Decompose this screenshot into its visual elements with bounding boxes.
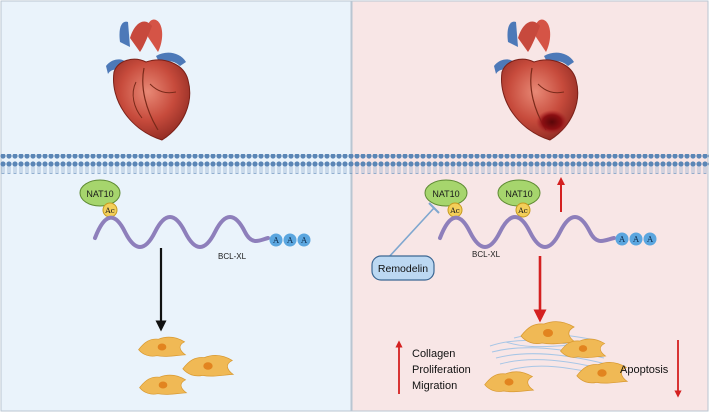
polya-letter: A: [272, 236, 279, 245]
polya-tail-left: A A A: [269, 233, 311, 247]
effect-migration: Migration: [412, 380, 457, 392]
ac-label: Ac: [517, 206, 528, 215]
polya-tail-right: A A A: [615, 232, 657, 246]
heart-icon: [106, 19, 191, 141]
nat10-label: NAT10: [432, 189, 459, 199]
inhibition-line: [387, 207, 435, 259]
ac-label: Ac: [104, 206, 115, 215]
polya-letter: A: [618, 235, 625, 244]
effect-proliferation: Proliferation: [412, 364, 471, 376]
polya-bead: [629, 232, 643, 246]
inhibition-bar: [428, 202, 440, 214]
nat10-protein: [424, 179, 468, 207]
polya-bead: [283, 233, 297, 247]
gene-label-left: BCL-XL: [218, 252, 247, 261]
polya-bead: [615, 232, 629, 246]
nat10-complex-right-1: NAT10 Ac: [424, 179, 468, 218]
polya-letter: A: [632, 235, 639, 244]
infarcted-heart-icon: [494, 19, 579, 141]
polya-bead: [643, 232, 657, 246]
infarct-region: [536, 110, 568, 134]
polya-bead: [269, 233, 283, 247]
polya-letter: A: [646, 235, 653, 244]
ac-label: Ac: [449, 206, 460, 215]
acetyl-group: [515, 202, 531, 218]
fibroblast-collagen-cluster: [484, 321, 628, 393]
effect-apoptosis: Apoptosis: [620, 364, 669, 376]
polya-letter: A: [286, 236, 293, 245]
bcl-xl-mrna: [438, 215, 616, 249]
cell-membrane: [0, 154, 709, 174]
effect-collagen: Collagen: [412, 348, 455, 360]
polya-bead: [297, 233, 311, 247]
nat10-complex-right-2: NAT10 Ac: [497, 179, 541, 218]
remodelin-label: Remodelin: [378, 263, 428, 275]
remodelin-box: [371, 255, 435, 281]
nat10-label: NAT10: [86, 189, 113, 199]
nat10-protein: [79, 179, 121, 207]
polya-letter: A: [300, 236, 307, 245]
bcl-xl-mrna: [93, 215, 270, 249]
gene-label-right: BCL-XL: [472, 250, 501, 259]
nat10-label: NAT10: [505, 189, 532, 199]
